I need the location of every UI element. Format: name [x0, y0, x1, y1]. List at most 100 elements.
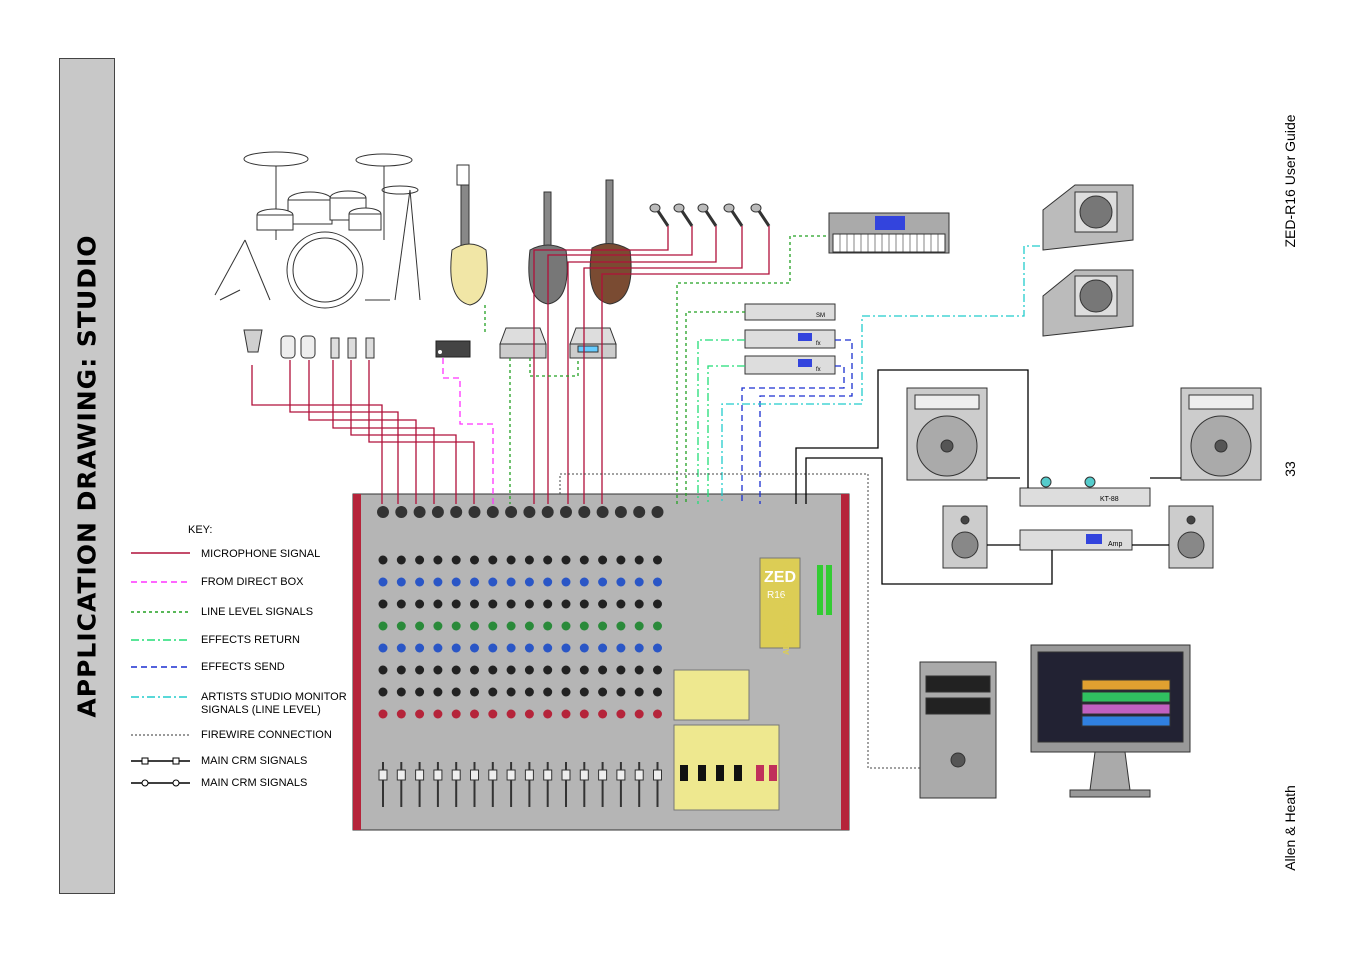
channel-knob	[415, 709, 425, 719]
fader-cap	[653, 769, 662, 781]
channel-knob	[561, 643, 571, 653]
channel-knob	[616, 621, 626, 631]
channel-knob	[433, 599, 443, 609]
wedge-monitor-2	[1042, 269, 1134, 337]
channel-knob	[470, 621, 479, 631]
rack-fx-unit-1: fx	[744, 329, 836, 349]
channel-knob	[506, 599, 516, 609]
channel-knob	[451, 643, 461, 653]
fader-cap	[598, 769, 608, 781]
channel-knob	[396, 687, 406, 697]
group-fader	[698, 765, 706, 781]
channel-knob	[634, 709, 644, 719]
fader-cap	[470, 769, 479, 781]
channel-knob	[524, 599, 534, 609]
group-fader	[716, 765, 724, 781]
channel-knob	[433, 687, 443, 697]
xlr-input	[413, 506, 426, 518]
channel-knob	[579, 577, 589, 587]
fader-cap	[488, 769, 498, 781]
channel-knob	[598, 555, 608, 565]
channel-knob	[579, 643, 589, 653]
channel-knob	[616, 577, 626, 587]
xlr-input	[614, 506, 627, 518]
channel-knob	[396, 665, 406, 675]
channel-knob	[543, 621, 553, 631]
tube-amp: KT-88	[1019, 476, 1151, 507]
xlr-input	[523, 506, 536, 518]
effects-pedal-2	[569, 327, 617, 359]
key-label-crm-1: MAIN CRM SIGNALS	[201, 755, 308, 767]
mixer-channel-strips	[377, 506, 777, 807]
channel-knob	[488, 709, 498, 719]
key-label-effects-send: EFFECTS SEND	[201, 661, 285, 673]
channel-knob	[653, 621, 662, 631]
channel-knob	[579, 555, 589, 565]
channel-knob	[415, 599, 425, 609]
fader-track	[382, 762, 384, 807]
channel-knob	[488, 599, 498, 609]
xlr-input	[431, 506, 444, 518]
fader-cap	[451, 769, 461, 781]
channel-knob	[598, 709, 608, 719]
xlr-input	[541, 506, 554, 518]
fader-cap	[415, 769, 425, 781]
channel-knob	[653, 687, 662, 697]
fader-track	[546, 762, 549, 807]
key-marker	[141, 779, 149, 787]
channel-knob	[634, 555, 644, 565]
xlr-input	[395, 506, 408, 518]
cables-monitor	[721, 245, 1040, 504]
channel-knob	[451, 665, 461, 675]
channel-knob	[524, 665, 534, 675]
channel-knob	[634, 621, 644, 631]
channel-knob	[415, 643, 425, 653]
fader-track	[491, 762, 494, 807]
channel-knob	[378, 665, 388, 675]
les-paul-guitar	[589, 179, 632, 305]
channel-knob	[488, 621, 498, 631]
fader-track	[473, 762, 476, 807]
channel-knob	[415, 577, 425, 587]
channel-knob	[488, 555, 498, 565]
fader-cap	[616, 769, 626, 781]
channel-knob	[543, 555, 553, 565]
keyboard-synth	[828, 212, 950, 254]
channel-knob	[433, 621, 443, 631]
channel-knob	[451, 621, 461, 631]
cables-direct-box	[442, 358, 494, 504]
fader-cap	[561, 769, 571, 781]
channel-knob	[433, 665, 443, 675]
xlr-input	[377, 506, 389, 518]
fader-track	[400, 762, 403, 807]
svg-text:R16: R16	[767, 590, 786, 601]
fader-track	[455, 762, 458, 807]
channel-knob	[598, 599, 608, 609]
fader-track	[565, 762, 567, 807]
fader-cap	[579, 769, 589, 781]
key-label-firewire: FIREWIRE CONNECTION	[201, 729, 332, 741]
master-fader	[756, 765, 764, 781]
main-monitor-left	[906, 387, 988, 481]
wedge-monitor-1	[1042, 184, 1134, 251]
fader-track	[528, 762, 531, 807]
channel-knob	[616, 687, 626, 697]
channel-knob	[524, 687, 534, 697]
channel-knob	[470, 577, 479, 587]
fader-cap	[524, 769, 534, 781]
channel-knob	[634, 599, 644, 609]
drum-microphones	[243, 329, 375, 359]
channel-knob	[543, 665, 553, 675]
channel-knob	[616, 665, 626, 675]
fader-cap	[378, 769, 388, 781]
channel-knob	[561, 577, 571, 587]
channel-knob	[415, 665, 425, 675]
fader-track	[656, 762, 659, 807]
channel-knob	[506, 621, 516, 631]
cables-line-level	[484, 235, 826, 504]
fader-cap	[433, 769, 443, 781]
channel-knob	[470, 643, 479, 653]
channel-knob	[561, 665, 571, 675]
channel-knob	[634, 687, 644, 697]
channel-knob	[488, 643, 498, 653]
